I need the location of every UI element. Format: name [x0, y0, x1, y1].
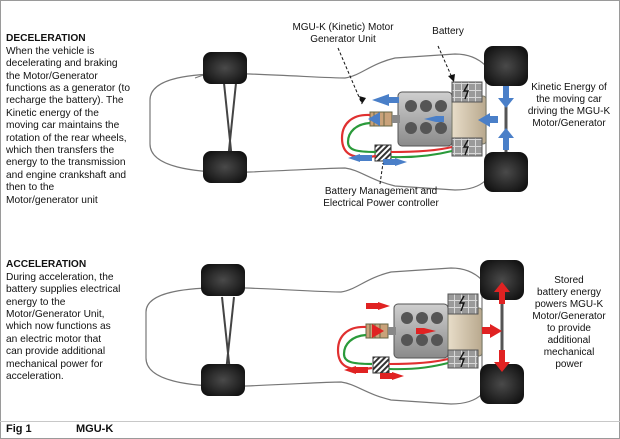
rear-left-tyre-b: [480, 260, 524, 300]
front-left-tyre: [203, 52, 247, 84]
decel-arrows: [348, 86, 514, 166]
acceleration-body: During acceleration, the battery supplie…: [6, 271, 121, 383]
mguk-label: MGU-K (Kinetic) Motor Generator Unit: [292, 22, 394, 45]
accel-arrows: [344, 282, 510, 380]
footer-divider: [0, 421, 620, 422]
wire-green-bottom: [342, 333, 373, 366]
bms-label: Battery Management and Electrical Power …: [323, 186, 439, 209]
gearbox-bottom: [447, 307, 483, 357]
front-right-tyre-b: [201, 364, 245, 396]
rear-right-tyre: [484, 152, 528, 192]
battery-label: Battery: [432, 26, 464, 37]
stored-energy-label: Stored battery energy powers MGU-K Motor…: [532, 275, 606, 370]
bms-controller-bottom: [372, 356, 390, 374]
wire-green-top: [346, 121, 377, 154]
deceleration-body: When the vehicle is decelerating and bra…: [6, 45, 131, 206]
front-left-tyre-b: [201, 264, 245, 296]
rear-left-tyre: [484, 46, 528, 86]
figure-number: Fig 1: [6, 423, 32, 435]
bms-controller-top: [374, 144, 392, 162]
acceleration-heading: ACCELERATION: [6, 259, 87, 271]
car-top: [149, 45, 528, 192]
car-bottom: [145, 260, 524, 405]
figure-title: MGU-K: [76, 423, 114, 435]
kinetic-energy-label: Kinetic Energy of the moving car driving…: [527, 82, 611, 129]
front-right-tyre: [203, 151, 247, 183]
arrow-down-top: [503, 86, 509, 98]
deceleration-heading: DECELERATION: [6, 33, 86, 45]
rear-right-tyre-b: [480, 364, 524, 404]
